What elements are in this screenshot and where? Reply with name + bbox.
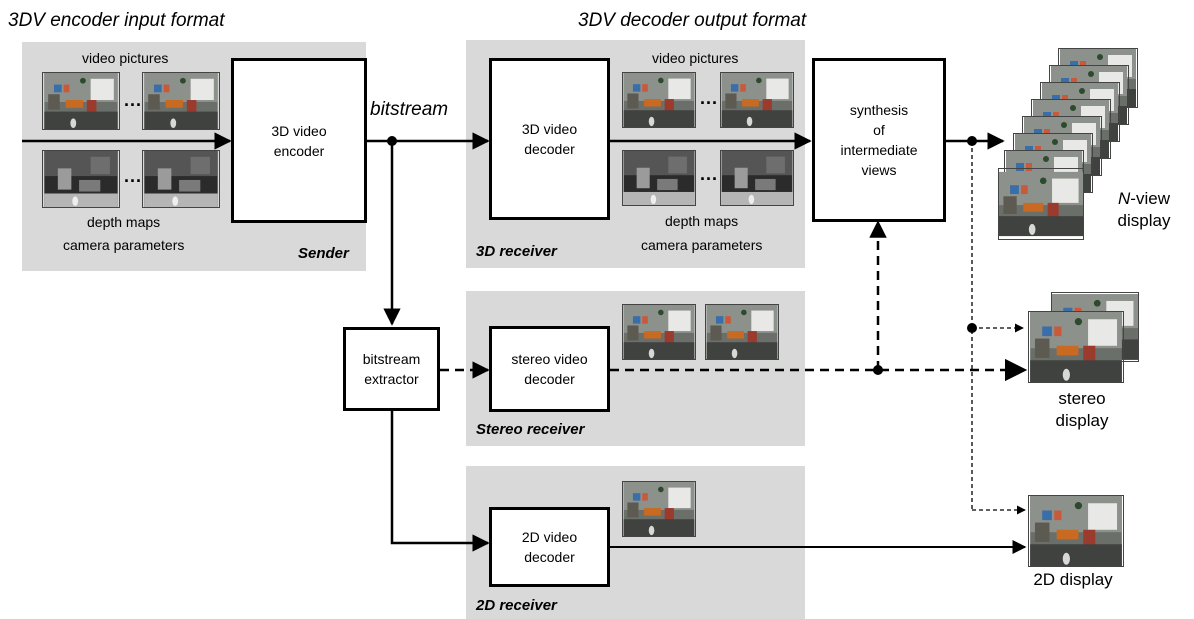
sender-video-thumb-1 [42,72,120,130]
2d-display-frame [1028,495,1124,567]
nview-frame-front [998,168,1084,240]
sender-panel-label: Sender [298,245,349,262]
nview-n-letter: N [1118,189,1131,208]
2d-video-decoder-box: 2D video decoder [489,507,610,587]
sender-depth-thumb-2 [142,150,220,208]
sender-depth-maps-label: depth maps [87,214,161,230]
bitstream-extractor-box: bitstream extractor [343,327,440,411]
3d-video-thumb-1 [622,72,696,128]
sender-video-thumb-2 [142,72,220,130]
3d-video-decoder-box: 3D video decoder [489,58,610,220]
distribution-junction-dot [967,323,977,333]
sender-video-ellipsis: ... [124,90,143,110]
sender-camera-parameters-label: camera parameters [63,237,185,253]
2d-display-label: 2D display [1033,570,1113,589]
stereo-video-decoder-box: stereo video decoder [489,326,610,412]
2d-thumb [622,481,696,537]
3d-depth-ellipsis: ... [700,164,719,184]
receiver-3d-panel-label: 3D receiver [476,243,557,260]
3d-depth-thumb-2 [720,150,794,206]
stereo-display-frame-front [1028,311,1124,383]
3d-video-encoder-box: 3D video encoder [231,58,367,223]
bitstream-label: bitstream [370,99,449,120]
synthesis-junction-dot [967,136,977,146]
stereo-thumb-1 [622,304,696,360]
stereo-display-word: display [1055,411,1109,430]
bitstream-junction-dot [387,136,397,146]
synthesis-box: synthesis of intermediate views [812,58,946,222]
3d-video-thumb-2 [720,72,794,128]
nview-suffix: -view [1130,189,1170,208]
nview-display-label: N-view display [1094,188,1194,232]
sender-video-pictures-label: video pictures [82,50,169,66]
receiver-stereo-panel-label: Stereo receiver [476,421,585,438]
encoder-input-format-heading: 3DV encoder input format [8,10,225,31]
sender-depth-ellipsis: ... [124,166,143,186]
3d-depth-thumb-1 [622,150,696,206]
stereo-word: stereo [1058,389,1106,408]
3d-video-pictures-label: video pictures [652,50,739,66]
stereo-thumb-2 [705,304,779,360]
3d-camera-parameters-label: camera parameters [641,237,763,253]
receiver-2d-panel-label: 2D receiver [476,597,557,614]
stereo-display-label: stereo display [1034,388,1130,432]
nview-display-word: display [1117,211,1171,230]
extractor-to-2d-arrow [390,411,490,552]
3d-depth-maps-label: depth maps [665,213,739,229]
sender-depth-thumb-1 [42,150,120,208]
decoder-output-format-heading: 3DV decoder output format [578,10,807,31]
stereo-junction-dot [873,365,883,375]
3d-video-ellipsis: ... [700,88,719,108]
